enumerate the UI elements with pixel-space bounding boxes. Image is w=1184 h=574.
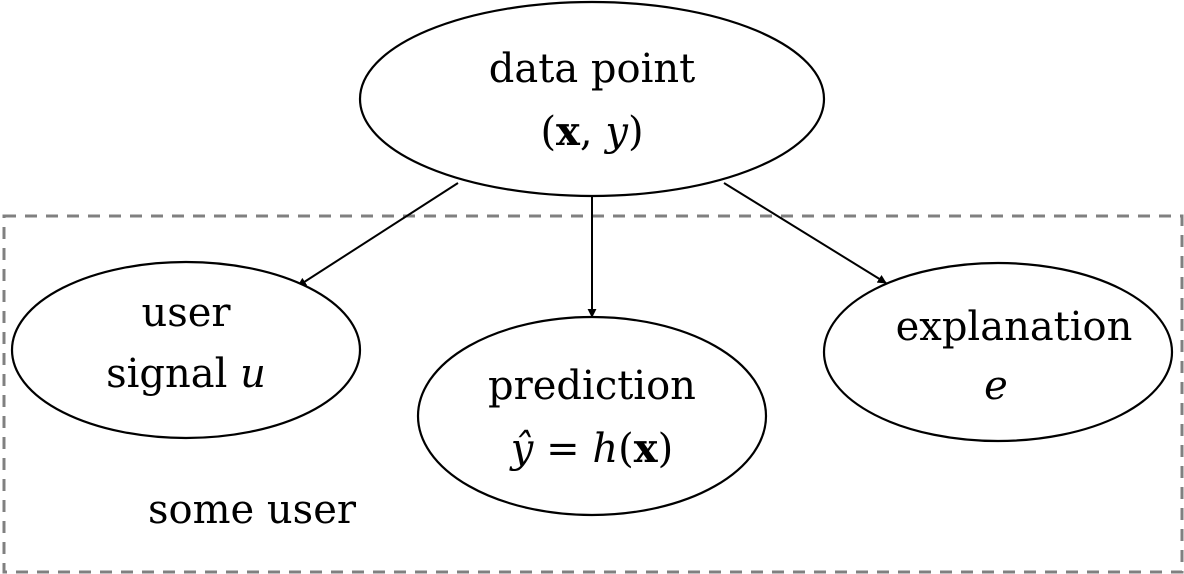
node-data-point-ellipse bbox=[358, 0, 826, 198]
node-explanation-ellipse bbox=[822, 261, 1174, 443]
formula-yhat: ŷ bbox=[509, 426, 535, 472]
formula-close-paren: ) bbox=[628, 109, 644, 155]
signal-var-u: u bbox=[240, 351, 266, 397]
node-prediction-ellipse bbox=[416, 315, 768, 517]
signal-word: signal bbox=[106, 351, 240, 397]
node-user-signal-ellipse bbox=[10, 260, 362, 440]
formula-close-paren: ) bbox=[658, 426, 674, 472]
user-group-label: some user bbox=[148, 487, 357, 533]
node-explanation-label: explanation bbox=[896, 304, 1133, 350]
node-data-point-formula: (x, y) bbox=[540, 108, 643, 155]
node-user-signal: user signal u bbox=[10, 260, 362, 440]
node-explanation: explanation e bbox=[822, 261, 1174, 443]
formula-comma: , bbox=[580, 109, 605, 155]
edge-datapoint-to-explanation bbox=[723, 182, 887, 284]
node-user-signal-formula: signal u bbox=[106, 351, 266, 397]
formula-y: y bbox=[603, 109, 629, 155]
formula-x-vector: x bbox=[634, 425, 659, 472]
node-data-point-label: data point bbox=[489, 46, 695, 92]
node-data-point: data point (x, y) bbox=[358, 0, 826, 198]
node-user-signal-label: user bbox=[141, 290, 231, 336]
formula-equals: = bbox=[533, 426, 592, 472]
node-prediction-formula: ŷ = h(x) bbox=[509, 425, 673, 472]
formula-open-paren: ( bbox=[618, 426, 634, 472]
edge-datapoint-to-usersignal bbox=[297, 182, 459, 287]
formula-h: h bbox=[592, 426, 618, 472]
node-prediction-label: prediction bbox=[488, 363, 696, 409]
node-prediction: prediction ŷ = h(x) bbox=[416, 315, 768, 517]
formula-x-vector: x bbox=[556, 108, 581, 155]
node-explanation-var-e: e bbox=[984, 363, 1008, 409]
formula-open-paren: ( bbox=[540, 109, 556, 155]
